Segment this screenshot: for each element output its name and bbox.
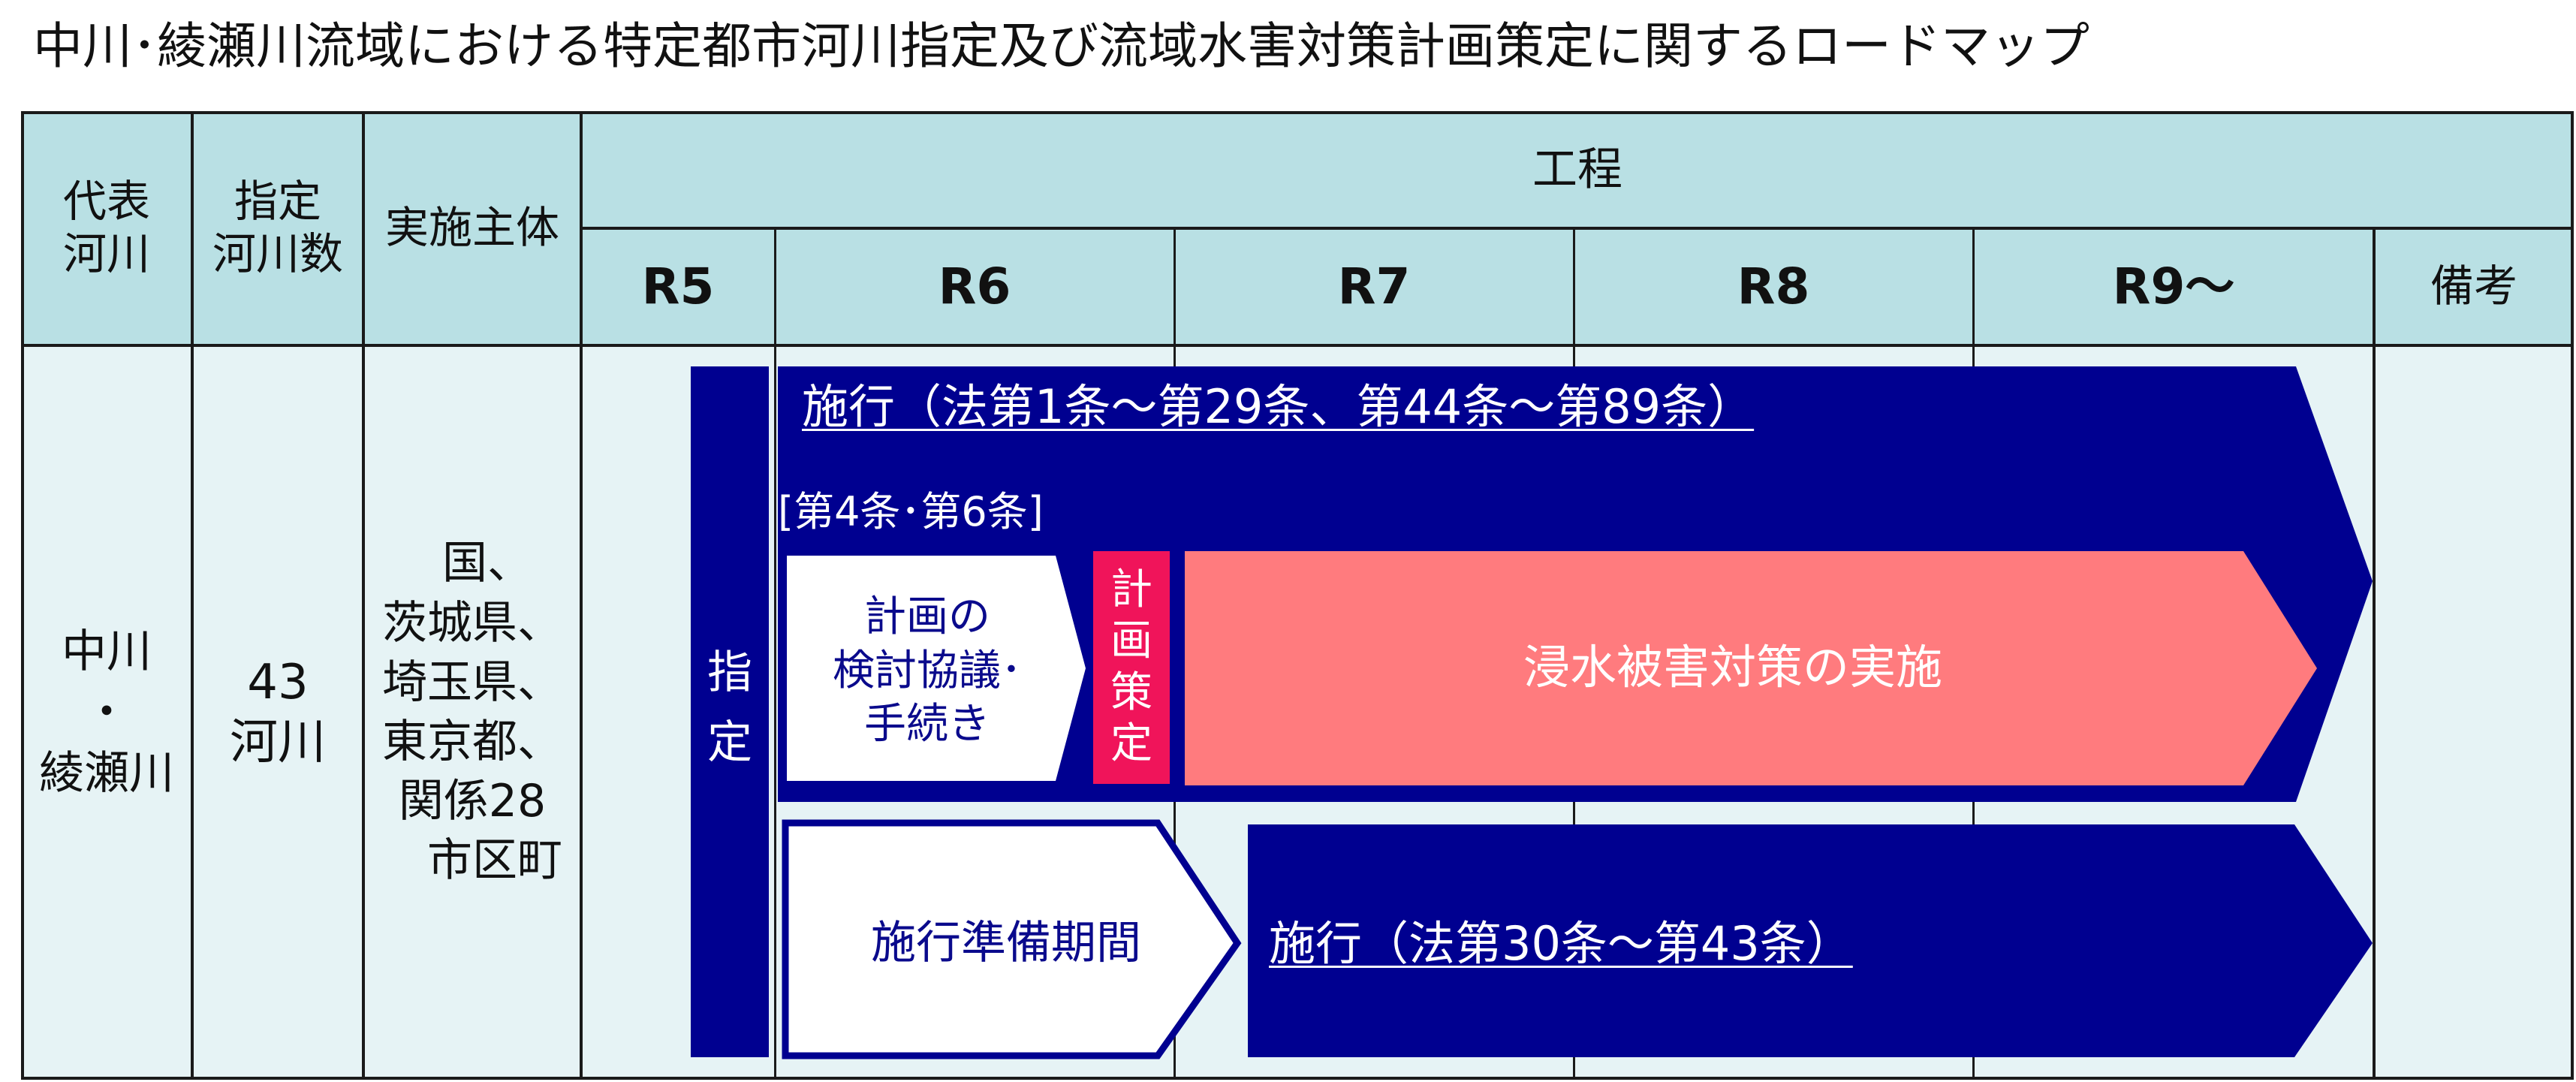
year-label-r7: R7 (1337, 258, 1411, 316)
header-remarks: 備考 (2374, 228, 2574, 345)
plan-consult-line1: 計画の (864, 592, 990, 641)
plan-formulate-char-4: 定 (1110, 719, 1152, 768)
grid-line-top (21, 111, 2574, 114)
enforcement-second-label: 施行（法第30条～第43条） (1269, 916, 1853, 971)
plan-formulate-char-3: 策 (1110, 668, 1152, 717)
plan-formulate-char-1: 計 (1110, 565, 1152, 614)
header-designated-count: 指定 河川数 (192, 111, 363, 345)
plan-consult-label: 計画の 検討協議･ 手続き (788, 590, 1066, 752)
header-year-r5: R5 (581, 228, 775, 345)
header-river-line2: 河川 (62, 228, 150, 279)
plan-formulate-char-2: 画 (1110, 616, 1152, 666)
entity-line-2: 茨城県、 (382, 596, 562, 650)
articles-note: [第4条･第6条] (778, 488, 1044, 535)
header-schedule-label: 工程 (1532, 143, 1622, 196)
page-title: 中川･綾瀬川流域における特定都市河川指定及び流域水害対策計画策定に関するロードマ… (33, 17, 2089, 75)
grid-line-bottom (21, 1077, 2574, 1080)
entity-line-5: 関係28 (398, 775, 547, 828)
header-count-line2: 河川数 (212, 228, 343, 279)
header-year-r9: R9～ (1973, 228, 2374, 345)
designation-label: 指 定 (691, 638, 769, 778)
entity-line-1: 国、 (442, 537, 532, 590)
prep-period-label: 施行準備期間 (871, 917, 1141, 969)
year-label-r9: R9～ (2112, 258, 2235, 316)
plan-consult-line2: 検討協議･ (833, 646, 1022, 695)
entity-line-6: 市区町 (427, 834, 562, 888)
enforcement-second-arrow (1248, 824, 2373, 1057)
grid-line-r5-r6 (774, 228, 776, 1080)
grid-line-header-bottom (21, 344, 2574, 347)
grid-line-col2 (362, 111, 365, 1080)
grid-line-right (2571, 111, 2574, 1080)
cell-river-count: 43 河川 (192, 345, 363, 1080)
grid-line-remarks (2373, 228, 2376, 1080)
prep-period-arrow (782, 819, 1242, 1059)
implementation-arrow (1185, 551, 2317, 785)
grid-line-col1 (191, 111, 194, 1080)
year-label-r6: R6 (938, 258, 1011, 316)
header-count-line1: 指定 (233, 176, 321, 228)
plan-consult-arrow (787, 556, 1086, 781)
river-count-number: 43 (247, 655, 309, 710)
header-river-line1: 代表 (62, 176, 150, 228)
plan-formulate-label: 計 画 策 定 (1093, 565, 1170, 770)
year-label-r5: R5 (641, 258, 715, 316)
enforcement-main-label: 施行（法第1条～第29条、第44条～第89条） (802, 379, 1755, 434)
header-representative-river: 代表 河川 (21, 111, 192, 345)
header-entity-label: 実施主体 (384, 202, 559, 254)
designation-char-1: 指 (707, 646, 752, 699)
header-remarks-label: 備考 (2430, 261, 2517, 312)
designation-bar (691, 366, 769, 1057)
designation-char-2: 定 (707, 716, 752, 769)
year-label-r8: R8 (1737, 258, 1810, 316)
cell-remarks (2374, 345, 2574, 1080)
cell-river-name: 中川 ・ 綾瀬川 (21, 345, 192, 1080)
river-name-line2: ・ (84, 686, 129, 739)
header-year-r7: R7 (1174, 228, 1574, 345)
entity-line-4: 東京都、 (382, 716, 562, 768)
implementation-label: 浸水被害対策の実施 (1523, 640, 1942, 695)
grid-line-col3 (580, 111, 583, 1080)
cell-entities: 国、 茨城県、 埼玉県、 東京都、 関係28 市区町 (363, 345, 581, 1080)
header-year-r8: R8 (1574, 228, 1973, 345)
grid-line-left (21, 111, 24, 1080)
river-name-line1: 中川 (62, 625, 152, 678)
river-count-unit: 河川 (230, 715, 326, 770)
entity-line-3: 埼玉県、 (382, 656, 562, 709)
plan-formulate-box (1093, 551, 1170, 784)
grid-line-header-mid (581, 227, 2574, 230)
header-year-r6: R6 (775, 228, 1174, 345)
plan-consult-line3: 手続き (864, 700, 990, 749)
header-implementing-entity: 実施主体 (363, 111, 581, 345)
river-name-line3: 綾瀬川 (39, 746, 174, 800)
header-schedule: 工程 (581, 111, 2574, 228)
